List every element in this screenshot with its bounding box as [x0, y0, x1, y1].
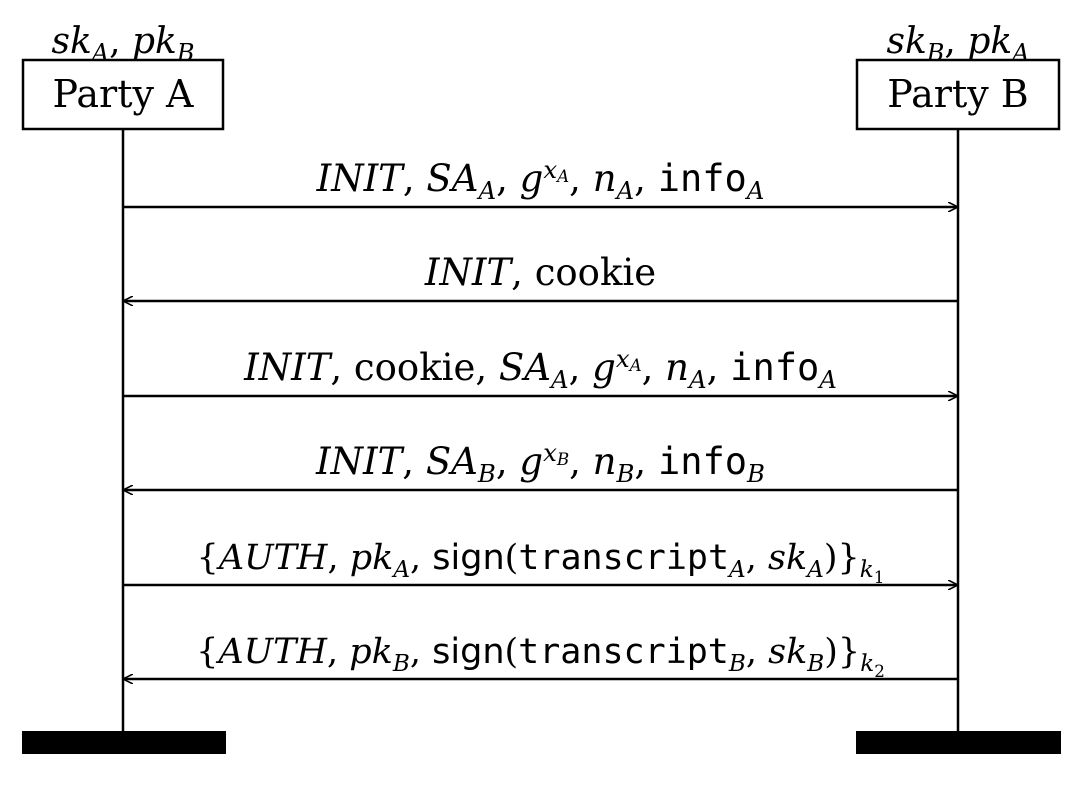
message-1-part-4: A [476, 176, 496, 205]
message-4-part-5: , [496, 440, 520, 483]
message-3-part-9: x [616, 344, 630, 373]
message-5-part-4: pk [350, 538, 394, 578]
message-5-part-14: )} [824, 538, 860, 578]
message-5-part-5: A [391, 557, 410, 583]
message-4-part-12: , [634, 440, 658, 483]
message-5-label: {AUTH, pkA, sign(transcriptA, skA)}k1 [197, 538, 885, 587]
message-4-part-2: , [402, 440, 426, 483]
message-3-part-8: g [592, 346, 616, 389]
message-4-part-10: n [593, 440, 617, 483]
message-3-part-7: , [569, 346, 593, 389]
message-3-part-12: n [665, 346, 689, 389]
message-1-part-3: SA [426, 157, 478, 200]
message-6-part-1: { [196, 632, 218, 672]
message-2-part-1: INIT [424, 251, 514, 294]
message-1-part-6: g [520, 157, 544, 200]
message-3-part-4: , [475, 346, 499, 389]
message-4-part-6: g [519, 440, 543, 483]
message-1-part-1: INIT [316, 157, 406, 200]
message-1-part-2: , [403, 157, 427, 200]
message-3-part-15: info [730, 346, 819, 389]
message-5-part-6: , [410, 538, 432, 578]
party-b-end-bar [856, 731, 1061, 754]
message-4-part-1: INIT [315, 440, 405, 483]
message-1-part-14: A [745, 176, 765, 205]
message-1-part-5: , [496, 157, 520, 200]
message-1-part-9: , [569, 157, 593, 200]
message-2-part-3: cookie [535, 251, 656, 294]
message-4-part-7: x [543, 438, 557, 467]
party-b-keys: skB, pkA [886, 21, 1029, 67]
message-6-part-8: ( [505, 632, 519, 672]
message-6-part-2: AUTH [215, 632, 328, 672]
party-b-label: Party B [887, 72, 1028, 116]
message-1-part-7: x [543, 155, 557, 184]
message-5-part-7: sign [432, 538, 504, 578]
message-6-part-12: sk [768, 632, 807, 672]
message-6-part-5: B [392, 651, 410, 677]
party-a: skA, pkB Party A [21, 21, 226, 754]
message-3-part-16: A [817, 365, 837, 394]
party-b: skB, pkA Party B [855, 21, 1061, 754]
message-4-part-14: B [746, 459, 765, 488]
message-6-part-7: sign [432, 632, 504, 672]
message-3-part-5: SA [499, 346, 551, 389]
message-6-part-16: 2 [874, 661, 885, 681]
message-3-part-14: , [707, 346, 731, 389]
message-6-part-14: )} [824, 632, 860, 672]
message-1-part-10: n [593, 157, 617, 200]
party-b-box [855, 58, 1061, 131]
message-6-label: {AUTH, pkB, sign(transcriptB, skB)}k2 [196, 632, 885, 681]
message-4-part-3: SA [426, 440, 478, 483]
message-5-part-8: ( [505, 538, 519, 578]
message-3-part-2: , [330, 346, 354, 389]
message-1-label: INIT, SAA, gxA, nA, infoA [316, 155, 765, 205]
message-6-part-4: pk [349, 632, 393, 672]
message-5-part-2: AUTH [216, 538, 329, 578]
message-2-part-2: , [511, 251, 535, 294]
message-6-part-9: transcript [518, 632, 729, 672]
message-4-label: INIT, SAB, gxB, nB, infoB [315, 438, 765, 488]
message-3-part-3: cookie [354, 346, 475, 389]
message-3-part-10: A [628, 355, 642, 375]
message-6-part-15: k [860, 651, 874, 677]
message-4-part-9: , [569, 440, 593, 483]
party-a-label: Party A [53, 72, 194, 116]
message-1-part-13: info [658, 157, 747, 200]
message-3-label: INIT, cookie, SAA, gxA, nA, infoA [243, 344, 837, 394]
message-5-part-15: k [860, 557, 874, 583]
message-4-part-8: B [556, 449, 569, 469]
message-3-part-11: , [642, 346, 666, 389]
message-5-part-9: transcript [518, 538, 729, 578]
message-4-part-13: info [658, 440, 747, 483]
message-1-part-11: A [615, 176, 635, 205]
message-5-part-12: sk [768, 538, 807, 578]
message-1-part-12: , [634, 157, 658, 200]
message-5-part-10: A [727, 557, 746, 583]
message-5-part-3: , [327, 538, 349, 578]
message-6-part-11: , [746, 632, 768, 672]
message-6-part-13: B [806, 651, 824, 677]
message-5-part-16: 1 [874, 567, 885, 587]
party-a-box [21, 58, 225, 131]
message-5-part-11: , [746, 538, 768, 578]
message-2-label: INIT, cookie [424, 251, 656, 294]
message-5-part-13: A [805, 557, 824, 583]
message-6-part-10: B [728, 651, 746, 677]
message-3-part-13: A [687, 365, 707, 394]
message-4-part-4: B [477, 459, 496, 488]
message-5-part-1: { [197, 538, 219, 578]
message-3-part-1: INIT [243, 346, 333, 389]
message-1-part-8: A [555, 166, 569, 186]
message-4-part-11: B [615, 459, 634, 488]
party-a-end-bar [22, 731, 226, 754]
message-3-part-6: A [549, 365, 569, 394]
message-6-part-3: , [327, 632, 349, 672]
message-6-part-6: , [410, 632, 432, 672]
